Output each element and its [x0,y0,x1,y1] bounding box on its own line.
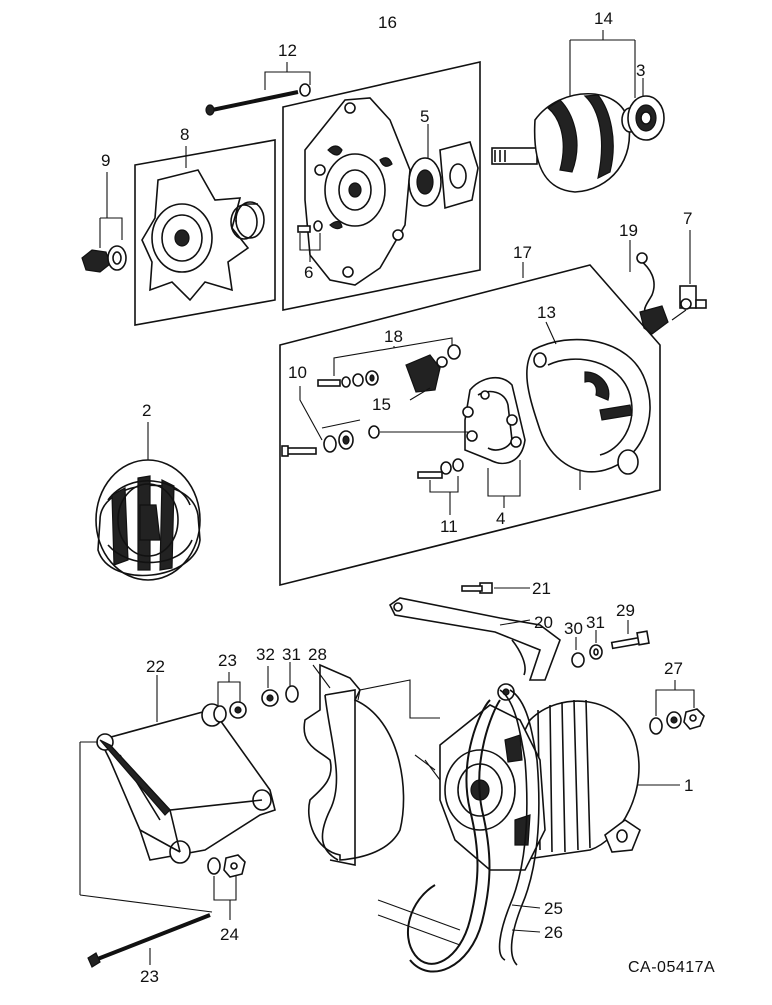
screw-set-upper-part [317,344,461,388]
bearing-plate-part [408,141,479,210]
callout-15: 15 [372,395,391,414]
callout-9: 9 [101,151,110,170]
callout-5: 5 [420,107,429,126]
rear-housing-group [279,262,661,587]
callout-1: 1 [684,776,693,795]
terminal-lead-part [629,230,707,335]
belt-guard-part [303,663,440,866]
fan-pulley-part [141,169,250,302]
callout-12: 12 [278,41,297,60]
callout-27: 27 [664,659,683,678]
callout-6: 6 [304,263,313,282]
reference-code: CA-05417A [628,959,715,976]
callout-20: 20 [534,613,553,632]
stator-part [95,422,201,581]
callout-25: 25 [544,899,563,918]
callout-13: 13 [537,303,556,322]
bolt-23-lower-part [79,741,213,968]
screw-washer-part [297,220,323,233]
callout-16: 16 [378,13,397,32]
screw-set-11-part [417,458,464,479]
front-housing-group [205,60,481,311]
bolt-29-part [610,620,650,650]
adjusting-bracket-part [388,597,561,681]
washers-27-part [649,680,705,735]
washers-30-31-part [571,630,603,668]
hardware-32-31-part [261,662,299,707]
bolt-21-part [461,582,530,594]
drive-belts-part [377,689,541,973]
callout-22: 22 [146,657,165,676]
drive-end-housing-part [304,97,411,286]
callout-29: 29 [616,601,635,620]
callout-2: 2 [142,401,151,420]
callout-31-right: 31 [586,613,605,632]
callout-31-left: 31 [282,645,301,664]
callout-17: 17 [513,243,532,262]
callout-19: 19 [619,221,638,240]
screw-set-lower-part [281,425,380,457]
rectifier-part [462,376,526,465]
rotor-group [491,30,665,193]
callout-8: 8 [180,125,189,144]
callout-3: 3 [636,61,645,80]
rotor-part [491,92,639,193]
callout-21: 21 [532,579,551,598]
callout-4: 4 [496,509,505,528]
regulator-part [405,354,448,393]
through-bolt-part [205,83,311,116]
callout-10: 10 [288,363,307,382]
callout-23-lower: 23 [140,967,159,986]
callout-28: 28 [308,645,327,664]
callout-32: 32 [256,645,275,664]
callout-18: 18 [384,327,403,346]
fan-assembly-group [81,139,276,326]
spacer-part [230,201,265,240]
nut-washer-part [81,245,127,273]
mounting-bracket-part [96,675,276,864]
hardware-24-part [207,854,246,920]
rotor-bearing-part [627,95,665,141]
callout-24: 24 [220,925,239,944]
callout-26: 26 [544,923,563,942]
callout-14: 14 [594,9,613,28]
callout-11: 11 [440,517,458,536]
callout-7: 7 [683,209,692,228]
slip-ring-housing-part [526,338,651,475]
callout-labels: 1 2 3 4 5 6 7 8 9 10 11 12 13 14 15 16 1… [101,9,693,986]
hardware-23-upper-part [213,672,247,723]
callout-30: 30 [564,619,583,638]
callout-23-upper: 23 [218,651,237,670]
